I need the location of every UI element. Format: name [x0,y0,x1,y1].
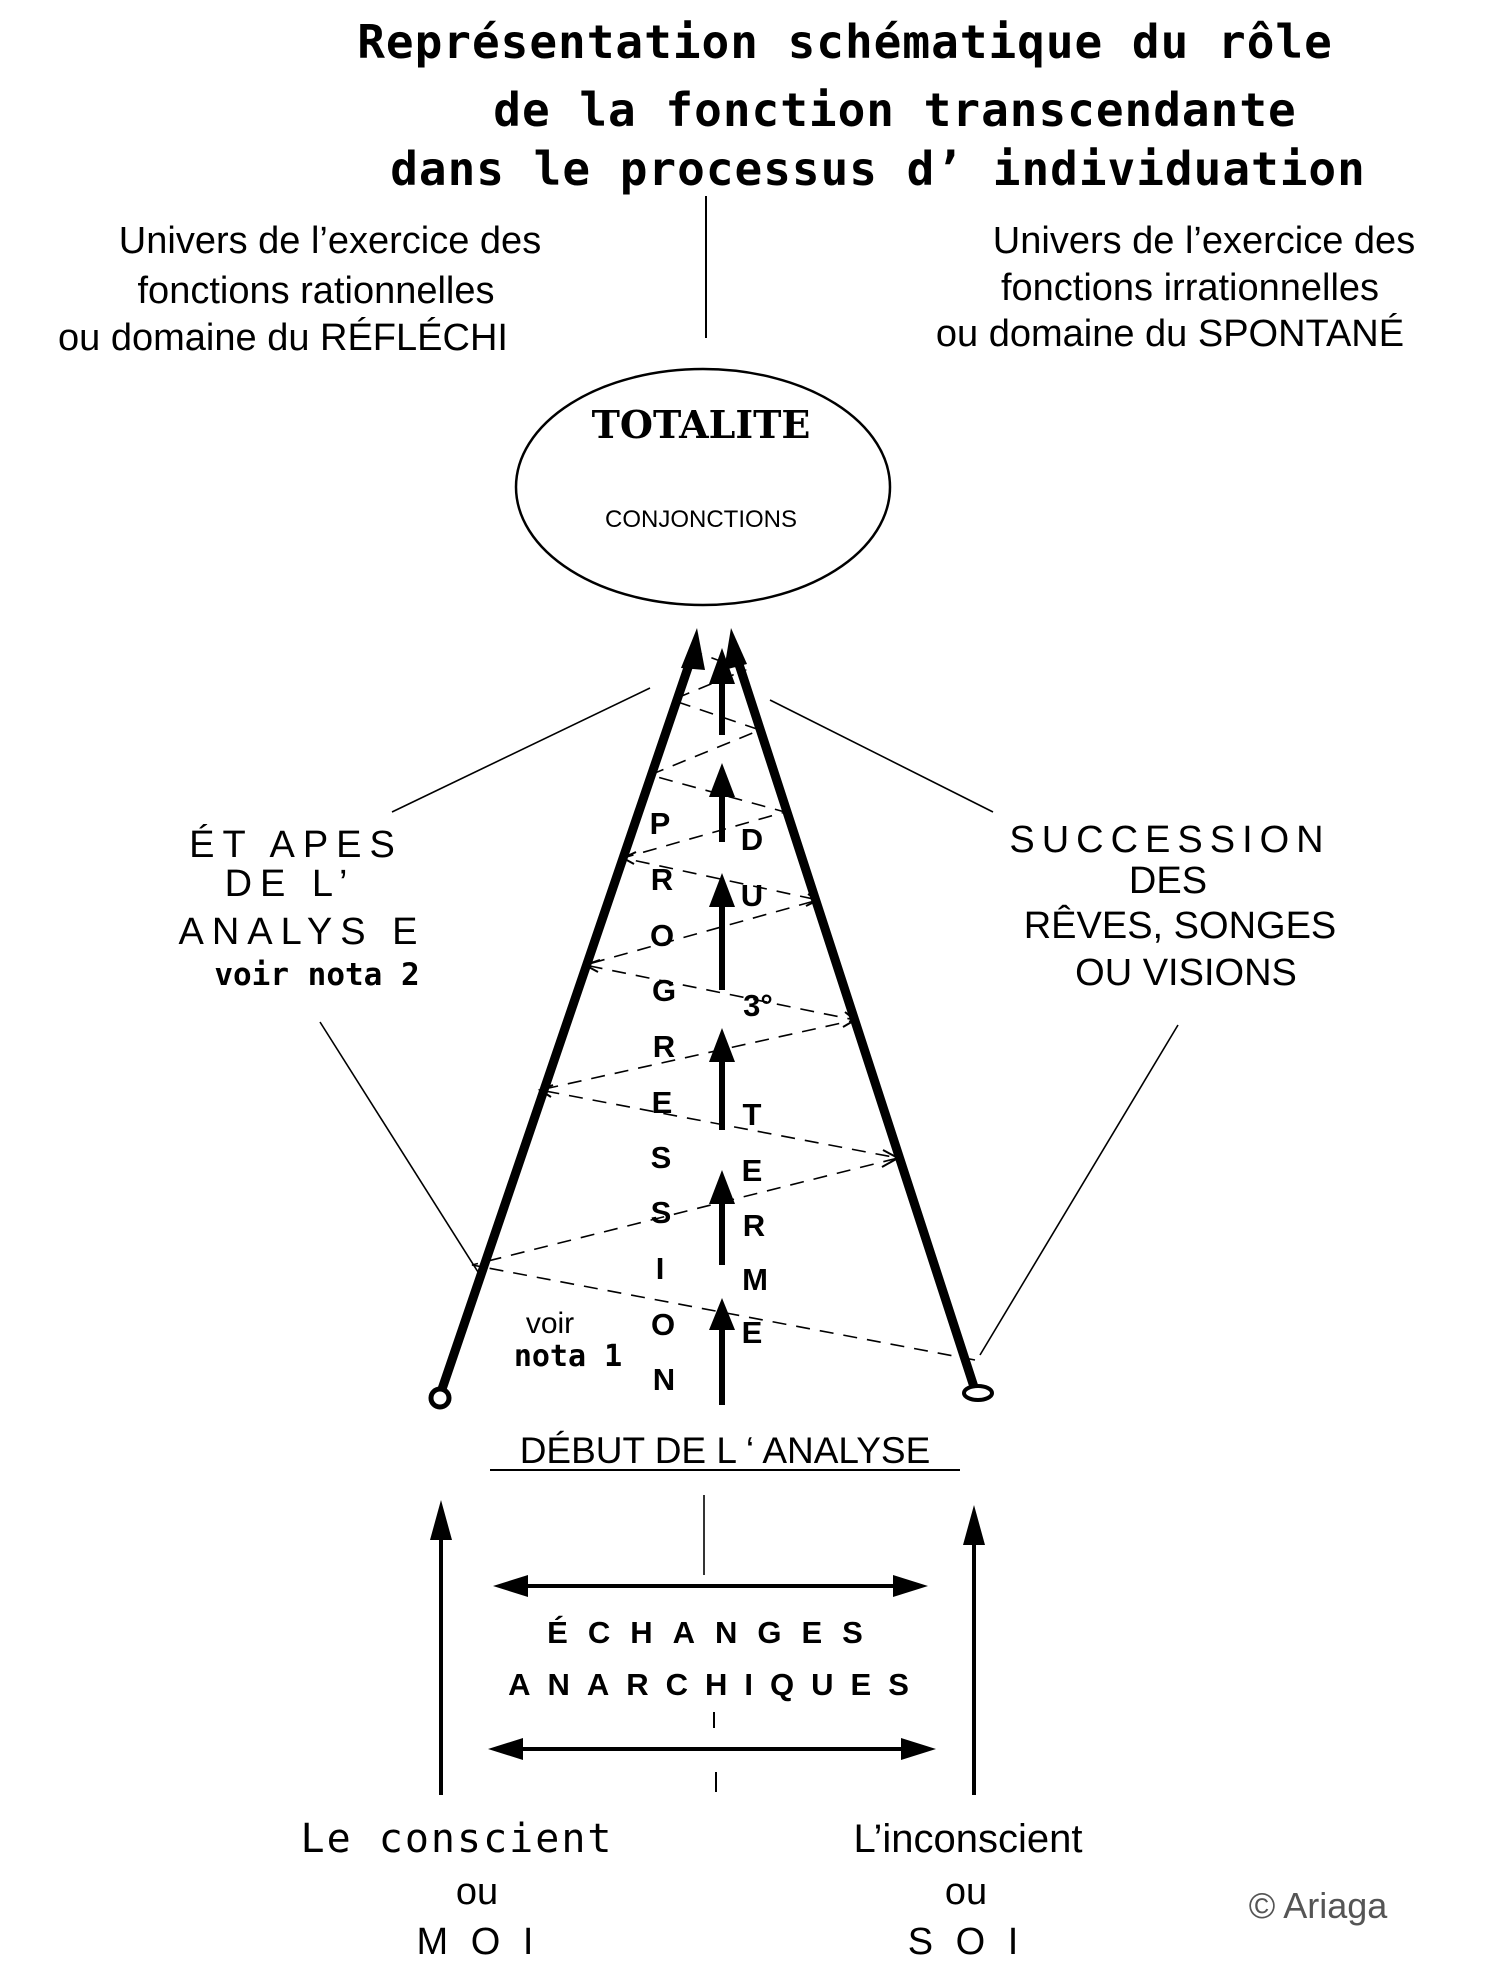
left-universe-line-1: Univers de l’exercice des [119,220,541,262]
terme-letter: M [742,1262,768,1297]
stages-upper-pointer [391,687,651,813]
succession-line-4: OU VISIONS [1075,952,1297,994]
vertical-du: D U [741,822,763,913]
vertical-ordinal: 3° [743,988,773,1023]
nota1-line-2: nota 1 [514,1339,622,1374]
central-arrows [709,648,735,1405]
progression-letter: S [651,1140,672,1175]
conscious-line-3: M O I [417,1921,540,1963]
copyright-notice: © Ariaga [1249,1885,1389,1926]
stages-lower-pointer [319,1021,479,1273]
analysis-start-label: DÉBUT DE L ‘ ANALYSE [520,1430,931,1471]
vertical-terme: T E R M E [742,1097,768,1350]
totality-subtitle: CONJONCTIONS [605,506,797,533]
unconscious-line-2: ou [945,1871,987,1913]
vertical-progression: P R O G R E S S I O N [650,806,676,1397]
right-universe-line-3: ou domaine du SPONTANÉ [936,312,1404,355]
unconscious-label: L’inconscient ou S O I [853,1817,1082,1963]
stages-line-2: DE L’ [225,863,356,905]
progression-letter: R [653,1029,675,1064]
left-universe-line-3: ou domaine du RÉFLÉCHI [58,316,508,359]
conscious-label: Le conscient ou M O I [301,1816,614,1963]
progression-letter: R [651,862,673,897]
title-line-1: Représentation schématique du rôle [357,15,1333,69]
progression-letter: P [650,806,671,841]
terme-letter: E [742,1315,763,1350]
exchange-arrow-bottom-left-head [488,1738,523,1760]
right-ascending-arrowhead [724,628,747,670]
right-universe-line-2: fonctions irrationnelles [1001,267,1379,309]
du-letter: U [741,878,763,913]
succession-line-1: SUCCESSION [1009,819,1330,861]
left-arrow-base-dot [428,1386,452,1410]
totality-title: TOTALITE [592,402,811,447]
stages-line-4: voir nota 2 [214,957,419,993]
progression-letter: I [656,1251,665,1286]
zigzag-dashed-lines [471,649,976,1361]
unconscious-line-3: S O I [908,1921,1025,1963]
stages-label: ÉT APES DE L’ ANALYS E voir nota 2 [178,823,425,993]
terme-letter: T [743,1097,762,1132]
zigzag-arrow-tips [537,851,901,1168]
conscious-line-1: Le conscient [301,1816,614,1862]
terme-letter: R [743,1208,765,1243]
terme-letter: E [742,1153,763,1188]
left-universe-line-2: fonctions rationnelles [138,270,495,312]
conscious-up-arrowhead [430,1500,452,1540]
du-letter: D [741,822,763,857]
progression-letter: O [651,1307,675,1342]
succession-label: SUCCESSION DES RÊVES, SONGES OU VISIONS [1009,819,1336,994]
progression-letter: N [653,1362,675,1397]
succession-line-3: RÊVES, SONGES [1024,904,1337,947]
right-universe-line-1: Univers de l’exercice des [993,220,1415,262]
exchange-arrow-top-left-head [493,1575,528,1597]
exchange-arrow-top-right-head [893,1575,928,1597]
left-universe-label: Univers de l’exercice des fonctions rati… [58,220,541,359]
progression-letter: E [652,1085,673,1120]
right-universe-label: Univers de l’exercice des fonctions irra… [936,220,1415,355]
progression-letter: O [650,918,674,953]
title-line-2: de la fonction transcendante [493,83,1296,137]
left-ascending-arrowhead [681,628,705,670]
nota1-line-1: voir [526,1307,574,1340]
exchanges-line-2: ANARCHIQUES [508,1667,926,1702]
stages-line-3: ANALYS E [178,911,425,953]
succession-lower-pointer [979,1024,1179,1356]
unconscious-up-arrowhead [963,1505,985,1545]
progression-letter: S [651,1195,672,1230]
exchange-arrow-bottom-right-head [901,1738,936,1760]
right-arrow-base-dot [962,1384,994,1402]
progression-letter: G [652,973,676,1008]
conscious-line-2: ou [456,1871,498,1913]
succession-upper-pointer [769,699,994,813]
stages-line-1: ÉT APES [189,823,403,866]
unconscious-line-1: L’inconscient [853,1817,1082,1861]
succession-line-2: DES [1129,860,1207,902]
title-line-3: dans le processus d’ individuation [390,142,1366,196]
totality-ellipse [514,367,892,607]
exchanges-line-1: ÉCHANGES [547,1615,883,1650]
